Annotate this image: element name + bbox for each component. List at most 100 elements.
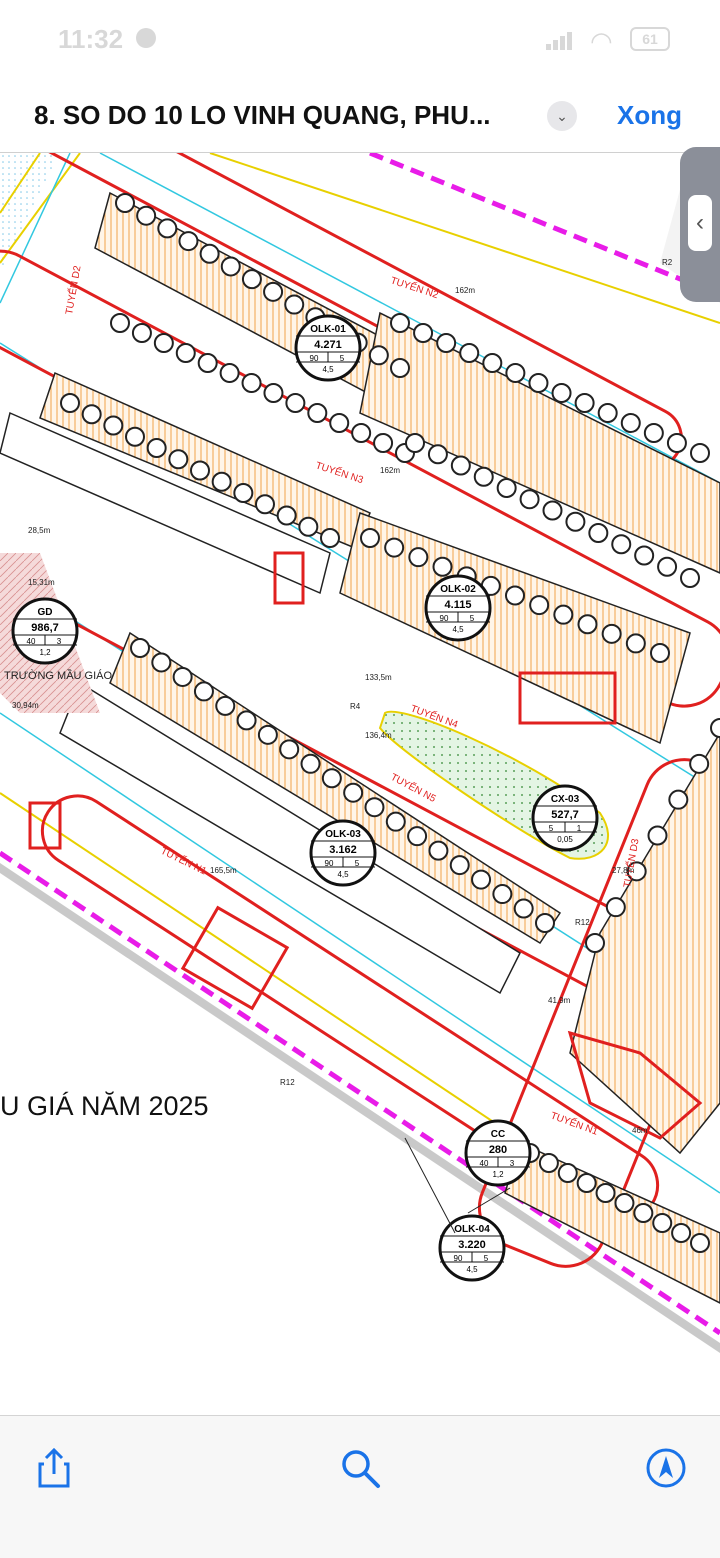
search-icon[interactable] [338, 1446, 382, 1490]
lot-marker [276, 505, 297, 526]
road-label: TUYẾN N3 [314, 458, 365, 486]
site-plan-viewer[interactable]: TUYẾN N2 TUYẾN N3 TUYẾN N4 TUYẾN N5 TUYẾ… [0, 153, 720, 1415]
cellular-signal-icon [546, 32, 574, 50]
lot-marker [125, 426, 145, 447]
lot-marker [407, 826, 428, 847]
lot-marker [199, 243, 220, 264]
chevron-down-icon[interactable]: ⌄ [547, 101, 577, 131]
dim-label: R12 [575, 918, 590, 927]
lot-marker [110, 313, 130, 333]
block-area: 280 [489, 1144, 507, 1156]
dim-label: R12 [280, 1078, 295, 1087]
lot-marker [551, 383, 572, 403]
lot-marker [343, 782, 364, 803]
lot-marker [197, 353, 218, 373]
share-icon[interactable] [32, 1446, 76, 1490]
lot-marker [576, 1173, 597, 1193]
lot-marker [450, 455, 471, 476]
lot-marker [236, 710, 257, 731]
school-label: TRƯỜNG MẦU GIÁO [4, 669, 112, 682]
lot-marker [81, 404, 102, 425]
lot-marker [634, 545, 655, 566]
lot-marker [505, 585, 525, 606]
chevron-left-icon[interactable]: ‹ [688, 195, 712, 251]
block-area: 986,7 [31, 622, 59, 634]
block-value: 90 [440, 614, 449, 623]
lot-marker [565, 511, 586, 532]
lot-marker [285, 393, 306, 413]
lot-marker [384, 537, 405, 558]
lot-marker [449, 855, 470, 876]
lot-marker [647, 825, 668, 846]
lot-marker [577, 614, 598, 635]
wifi-icon: ◠ [590, 26, 613, 56]
lot-marker [279, 739, 300, 760]
lot-marker [298, 516, 319, 537]
lot-marker [408, 547, 429, 568]
lot-marker [496, 478, 517, 498]
block-value: 3 [57, 637, 62, 646]
block-code: CC [491, 1129, 505, 1140]
sidebar-handle[interactable]: ‹ [680, 147, 720, 302]
block-value: 0,05 [557, 835, 573, 844]
lot-marker [263, 281, 284, 302]
lot-marker [219, 363, 240, 383]
lot-marker [505, 363, 526, 383]
dim-label: R2 [662, 258, 673, 267]
lot-marker [263, 383, 284, 403]
lot-marker [710, 718, 720, 738]
markup-icon[interactable] [644, 1446, 688, 1490]
done-button[interactable]: Xong [617, 100, 682, 130]
lot-marker [519, 489, 540, 510]
lot-marker [220, 256, 241, 277]
lot-marker [385, 811, 406, 832]
block-value: 4,5 [337, 870, 349, 879]
block-value: 1,2 [39, 648, 51, 657]
lot-marker [190, 460, 210, 481]
lot-marker [538, 1153, 559, 1173]
lot-marker [625, 633, 646, 654]
lot-marker [529, 595, 550, 616]
lot-marker [689, 753, 710, 774]
lot-marker [690, 1233, 710, 1253]
lot-marker [215, 695, 236, 716]
lot-marker [390, 313, 410, 333]
dim-label: 30,94m [12, 701, 39, 710]
dim-label: 133,5m [365, 673, 392, 682]
block-value: 5 [355, 859, 360, 868]
lot-marker [626, 861, 647, 882]
block-area: 3.162 [329, 844, 357, 856]
focus-moon-icon [136, 28, 156, 48]
status-bar: 11:32 ◠ 61 [0, 0, 720, 80]
lot-marker [471, 869, 492, 890]
lot-marker [329, 413, 350, 433]
lot-marker [115, 193, 135, 213]
lot-marker [178, 231, 199, 252]
dim-label: 136,4m [365, 731, 392, 740]
lot-marker [405, 433, 425, 453]
lot-marker [255, 494, 275, 515]
lot-marker [373, 433, 394, 453]
block-value: 5 [470, 614, 475, 623]
document-title[interactable]: 8. SO DO 10 LO VINH QUANG, PHU... [34, 100, 491, 130]
road-label: TUYẾN N5 [389, 770, 439, 805]
lot-marker [436, 333, 457, 353]
block-value: 5 [484, 1254, 489, 1263]
lot-marker [585, 933, 605, 953]
lot-marker [131, 323, 152, 343]
lot-marker [146, 438, 167, 458]
lot-marker [351, 423, 372, 443]
lot-marker [557, 1163, 578, 1183]
lot-marker [320, 528, 340, 548]
block-value: 40 [27, 637, 36, 646]
block-code: OLK-02 [440, 584, 476, 595]
lot-marker [588, 523, 609, 543]
block-code: CX-03 [551, 794, 580, 805]
auction-year-text: U GIÁ NĂM 2025 [0, 1091, 209, 1121]
lot-marker [413, 323, 434, 343]
